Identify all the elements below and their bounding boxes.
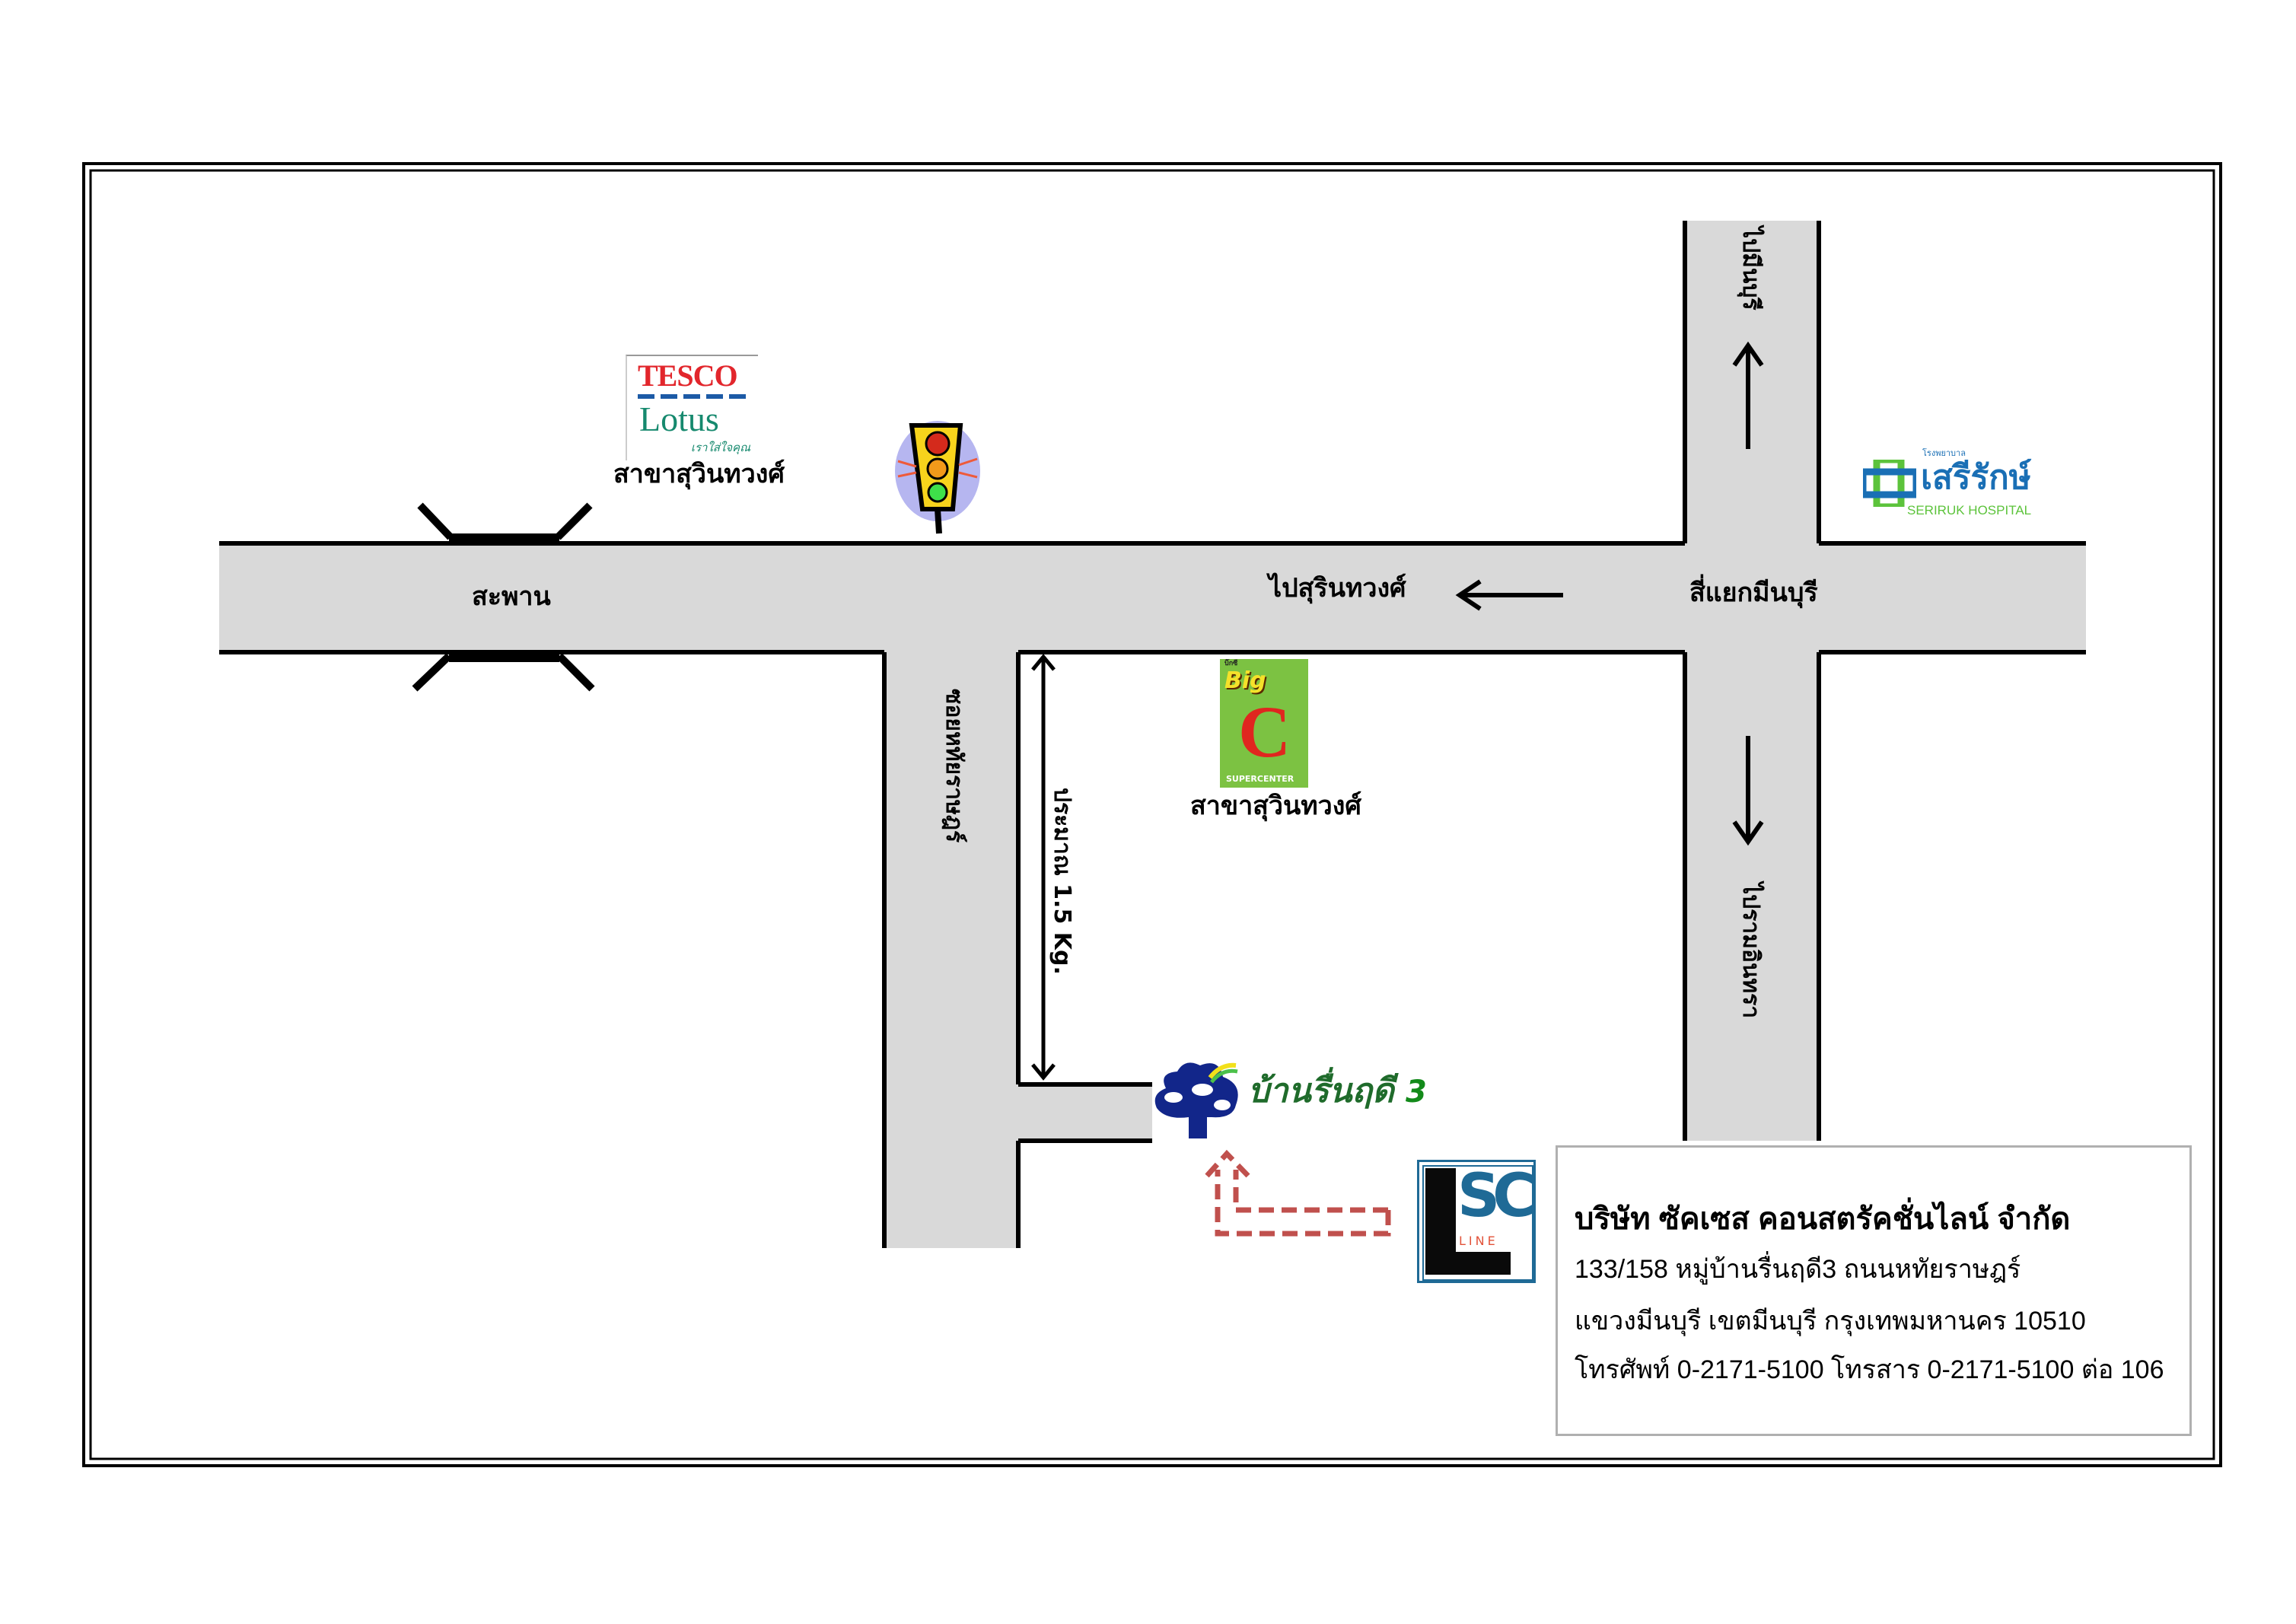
arrow-down-icon [1732, 736, 1764, 846]
village-name-text: บ้านรื่นฤดี [1248, 1072, 1394, 1110]
logo-sc-text: SC [1457, 1162, 1536, 1231]
company-info-box: บริษัท ซัคเซส คอนสตรัคชั่นไลน์ จำกัด 133… [1556, 1145, 2192, 1436]
bridge-label: สะพาน [472, 581, 551, 612]
village-tree-icon [1154, 1062, 1238, 1138]
arrow-up-icon [1732, 341, 1764, 449]
direction-label-minburi: ไปมีนบุรี [1737, 227, 1764, 310]
company-logo: SC LINE [1417, 1160, 1536, 1283]
company-address-line2: แขวงมีนบุรี เขตมีนบุรี กรุงเทพมหานคร 105… [1575, 1307, 2086, 1336]
soi-road [884, 652, 1018, 1248]
arrow-left-icon [1455, 579, 1563, 611]
seriruk-hospital-logo: โรงพยาบาล เสรีรักษ์ SERIRUK HOSPITAL [1863, 449, 2067, 519]
direction-label-surinthawong: ไปสุรินทวงศ์ [1269, 573, 1406, 603]
bigc-sub-text: SUPERCENTER [1226, 774, 1294, 784]
route-arrow-icon [1205, 1149, 1391, 1237]
bigc-c-letter: C [1238, 691, 1291, 772]
tesco-lotus-logo: TESCO Lotus เราใส่ใจคุณ [626, 355, 758, 460]
minburi-road [1685, 221, 1819, 1141]
direction-label-ramintra: ไปรามอินทรา [1737, 883, 1764, 1019]
traffic-light-icon [895, 421, 980, 534]
bridge-icon [412, 502, 595, 692]
distance-label: ประมาณ 1.5 Kg. [1049, 788, 1075, 975]
bigc-branch-label: สาขาสุวินทวงศ์ [1190, 791, 1361, 821]
company-contact: โทรศัพท์ 0-2171-5100 โทรสาร 0-2171-5100 … [1575, 1355, 2164, 1384]
bigc-big-text: Big [1224, 667, 1266, 694]
outer-frame [82, 162, 2222, 1467]
company-address-line1: 133/158 หมู่บ้านรื่นฤดี3 ถนนหทัยราษฎร์ [1575, 1255, 2021, 1284]
soi-label: ซอยหทัยราษฎร์ [941, 689, 967, 843]
road-surfaces [219, 221, 2086, 1248]
hospital-small-text: โรงพยาบาล [1922, 448, 1966, 458]
tesco-branch-label: สาขาสุวินทวงศ์ [613, 459, 785, 489]
bigc-top-text: บิ๊กซี [1224, 660, 1238, 667]
tesco-text: TESCO [638, 358, 738, 393]
lotus-text: Lotus [639, 400, 719, 438]
logo-inner-frame [1422, 1165, 1533, 1281]
village-branch-road [1018, 1084, 1152, 1141]
bigc-logo: บิ๊กซี Big C SUPERCENTER [1220, 659, 1308, 788]
hospital-en-name: SERIRUK HOSPITAL [1907, 503, 2032, 517]
logo-line-text: LINE [1459, 1234, 1498, 1248]
tesco-stripes [638, 394, 746, 399]
company-name: บริษัท ซัคเซส คอนสตรัคชั่นไลน์ จำกัด [1575, 1202, 2071, 1236]
logo-l-horizontal [1425, 1252, 1511, 1275]
hospital-cross-icon [1863, 460, 1916, 507]
inner-frame [89, 169, 2215, 1460]
village-number: 3 [1405, 1075, 1427, 1110]
village-name: บ้านรื่นฤดี 3 [1248, 1064, 1427, 1117]
intersection-label: สี่แยกมีนบุรี [1689, 578, 1818, 608]
tesco-tagline: เราใส่ใจคุณ [690, 441, 750, 454]
hospital-thai-name: เสรีรักษ์ [1921, 458, 2031, 497]
distance-arrow-icon [1031, 654, 1056, 1081]
